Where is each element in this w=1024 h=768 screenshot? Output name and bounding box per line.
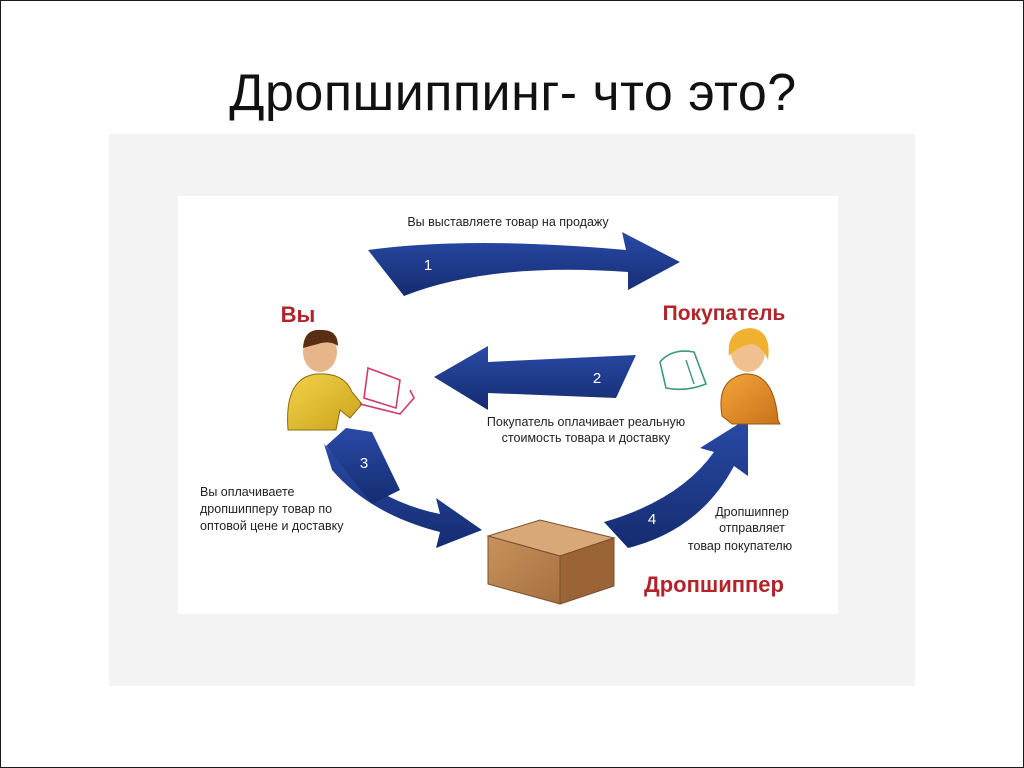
step-3-number: 3 [360,455,368,472]
step-3-arrow-tail [326,428,400,504]
step-1-caption: Вы выставляете товар на продажу [407,215,609,229]
step-3-caption-line-2: дропшипперу товар по [200,502,332,516]
computer-icon [359,366,415,415]
actor-dropshipper-label: Дропшиппер [644,572,784,597]
step-1-number: 1 [424,257,432,274]
person-you-icon [287,329,363,431]
step-4-number: 4 [648,511,656,528]
slide-title: Дропшиппинг- что это? [229,64,797,122]
step-4-caption-line-1: Дропшиппер [715,505,789,519]
computer-outline-icon [659,350,708,391]
step-1-arrow [368,232,680,296]
step-3-arrow [324,444,482,548]
person-buyer-icon [720,328,781,425]
step-3-caption-line-3: оптовой цене и доставку [200,519,344,533]
step-2-arrow [434,346,636,410]
step-2-caption-line-2: стоимость товара и доставку [502,431,671,445]
step-4-arrow [604,418,748,548]
step-2-number: 2 [593,370,601,387]
step-4-caption-line-2: отправляет [719,521,785,535]
step-3-caption-line-1: Вы оплачиваете [200,485,295,499]
step-2-caption-line-1: Покупатель оплачивает реальную [487,415,685,429]
box-icon [486,519,616,605]
actor-you-label: Вы [281,302,316,327]
actor-buyer-label: Покупатель [663,302,786,325]
step-4-caption-line-3: товар покупателю [688,539,792,553]
